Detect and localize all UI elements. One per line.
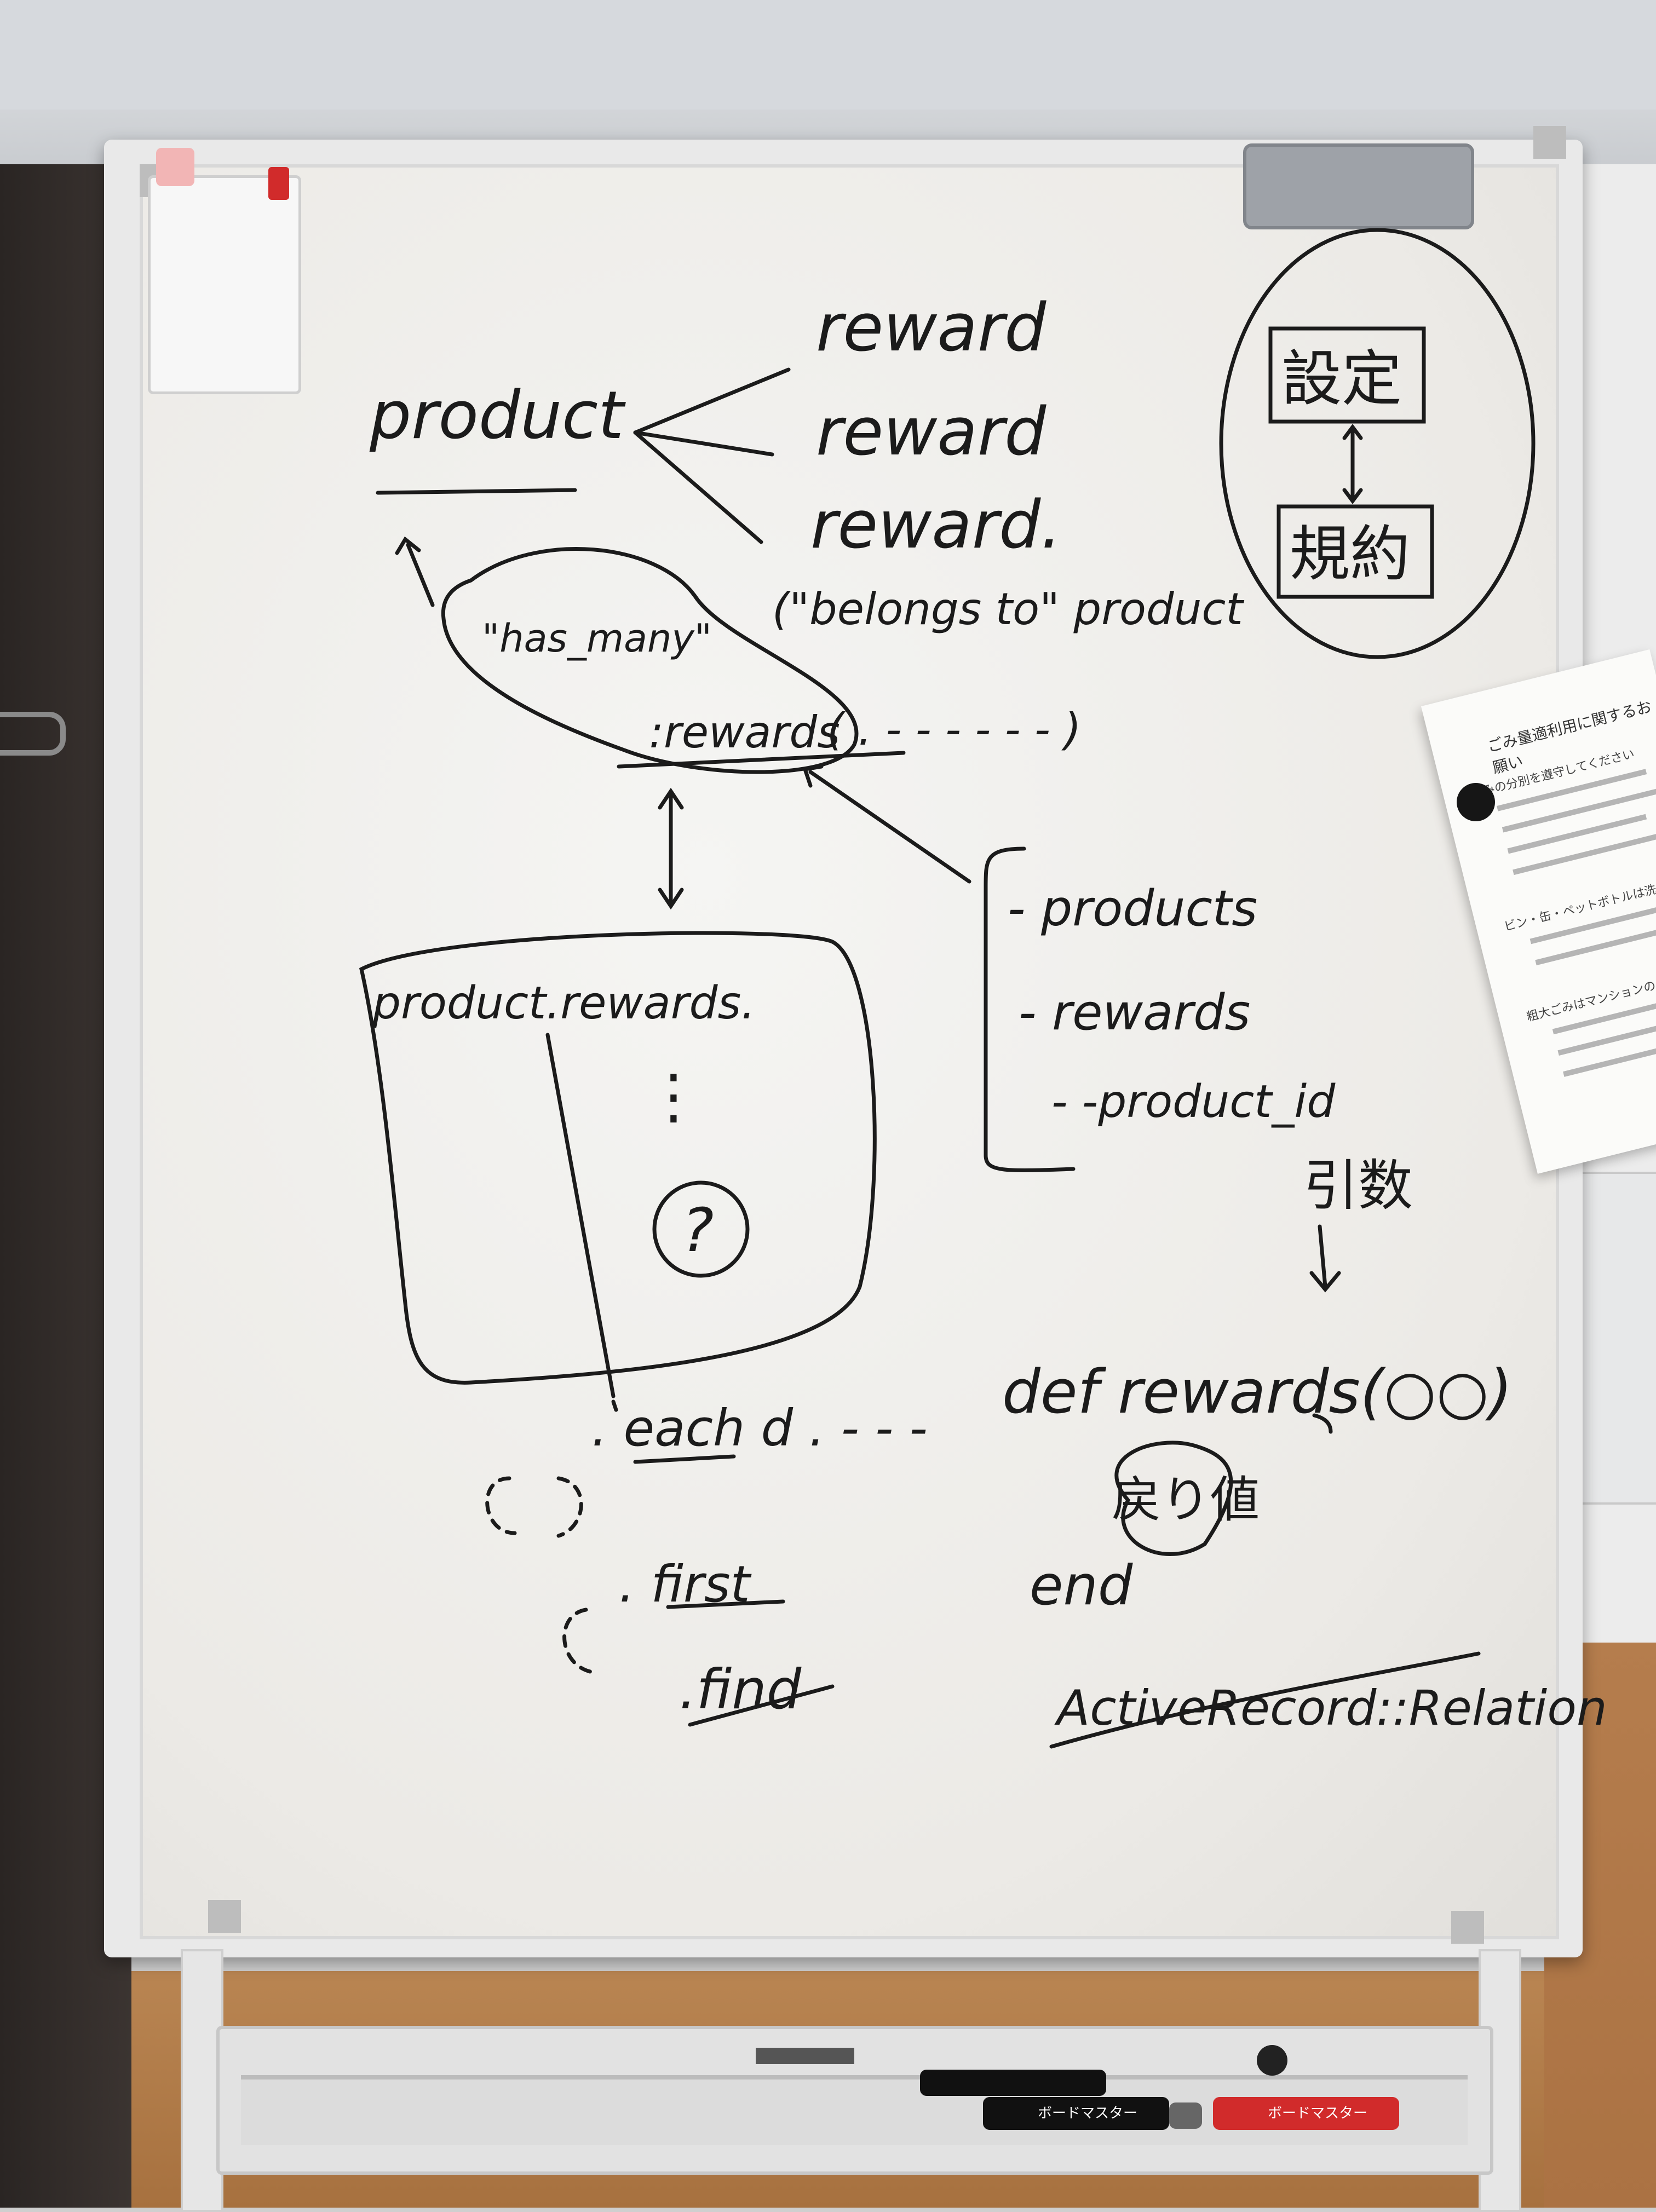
label-product: product	[369, 378, 626, 454]
fan-line	[633, 430, 774, 457]
first-underline	[666, 1599, 785, 1609]
label-reward: reward.	[810, 487, 1062, 563]
box-divider-tail	[611, 1399, 618, 1412]
arrowhead	[802, 764, 824, 788]
label-find: .find	[679, 1657, 802, 1721]
arrowhead	[1342, 424, 1363, 440]
label-first: . first	[619, 1555, 752, 1614]
door-handle	[0, 712, 66, 756]
dashed-paren	[485, 1476, 517, 1535]
settei-box	[1268, 326, 1426, 424]
label-each: . each d . - - -	[591, 1399, 928, 1458]
tray-knob	[1257, 2045, 1287, 2076]
arrow-to-rewards	[808, 770, 971, 884]
settings-circle	[1219, 228, 1536, 659]
frame-corner	[1533, 126, 1566, 159]
label-product-rewards: product.rewards.	[372, 977, 755, 1029]
tray-label-plate	[756, 2048, 854, 2064]
rewards-box	[359, 931, 877, 1385]
marker-holder	[148, 175, 301, 394]
notice-item: 粗大ごみはマンションのこ	[1525, 976, 1656, 1024]
ceiling-beam	[0, 0, 1656, 110]
rewards-underline	[617, 751, 906, 769]
notice-text-line	[1513, 831, 1656, 875]
notice-text-line	[1502, 787, 1656, 833]
product-underline	[376, 488, 577, 495]
fan-line	[633, 430, 763, 544]
notice-item: ビン・缶・ペットボトルは洗いで	[1503, 877, 1656, 934]
label-dots: ⋮	[643, 1061, 704, 1131]
arrowhead	[1342, 488, 1363, 504]
dashed-paren	[556, 1476, 583, 1538]
marker-cap	[1169, 2102, 1202, 2129]
tables-bracket	[984, 846, 1076, 1172]
label-table-rewards: - rewards	[1019, 984, 1250, 1041]
fan-line	[633, 367, 791, 435]
question-circle	[652, 1180, 750, 1278]
label-hikisuu: 引数	[1303, 1154, 1413, 1218]
label-table-product-id: - -product_id	[1051, 1076, 1336, 1128]
label-reward: reward	[816, 394, 1046, 470]
label-question: ?	[682, 1195, 714, 1265]
label-reward: reward	[816, 290, 1046, 366]
arg-arrow	[1318, 1224, 1327, 1289]
arrow-to-product	[406, 543, 435, 607]
eraser[interactable]	[1243, 143, 1474, 229]
label-rewards-args: ( . - - - - - - )	[827, 704, 1082, 755]
label-table-products: - products	[1008, 880, 1257, 937]
label-end: end	[1030, 1553, 1133, 1617]
activerecord-underline	[1049, 1651, 1481, 1749]
arrowhead	[395, 536, 421, 555]
notice-text-line	[1507, 814, 1647, 854]
return-value-circle	[1114, 1441, 1233, 1556]
frame-corner	[208, 1900, 241, 1933]
dashed-paren	[562, 1608, 599, 1675]
arrowhead	[658, 787, 684, 810]
curl	[1312, 1413, 1333, 1434]
arrowhead	[1309, 1271, 1341, 1293]
arrowhead	[658, 888, 684, 910]
red-marker[interactable]: ボードマスター	[1213, 2097, 1399, 2130]
label-modori-chi: 戻り値	[1112, 1471, 1260, 1529]
marker-cap	[268, 167, 289, 200]
label-rewards-symbol: :rewards	[649, 707, 840, 758]
magnet	[1457, 783, 1495, 821]
has-many-outline	[441, 547, 859, 774]
find-underline	[688, 1684, 835, 1727]
label-kiyaku: 規約	[1290, 519, 1410, 589]
label-def-rewards: def rewards(○○)	[1002, 1357, 1513, 1427]
label-settei: 設定	[1281, 344, 1402, 414]
label-active-record: ActiveRecord::Relation	[1054, 1680, 1607, 1736]
each-underline	[633, 1454, 736, 1464]
label-belongs-to: ("belongs to" product	[772, 584, 1244, 635]
black-marker[interactable]	[920, 2070, 1106, 2096]
kiyaku-box	[1277, 504, 1434, 599]
frame-corner	[1451, 1911, 1484, 1944]
black-marker-labeled[interactable]: ボードマスター	[983, 2097, 1169, 2130]
box-divider	[545, 1033, 616, 1398]
marker-cap	[156, 148, 194, 186]
label-has-many: "has_many"	[482, 616, 712, 661]
